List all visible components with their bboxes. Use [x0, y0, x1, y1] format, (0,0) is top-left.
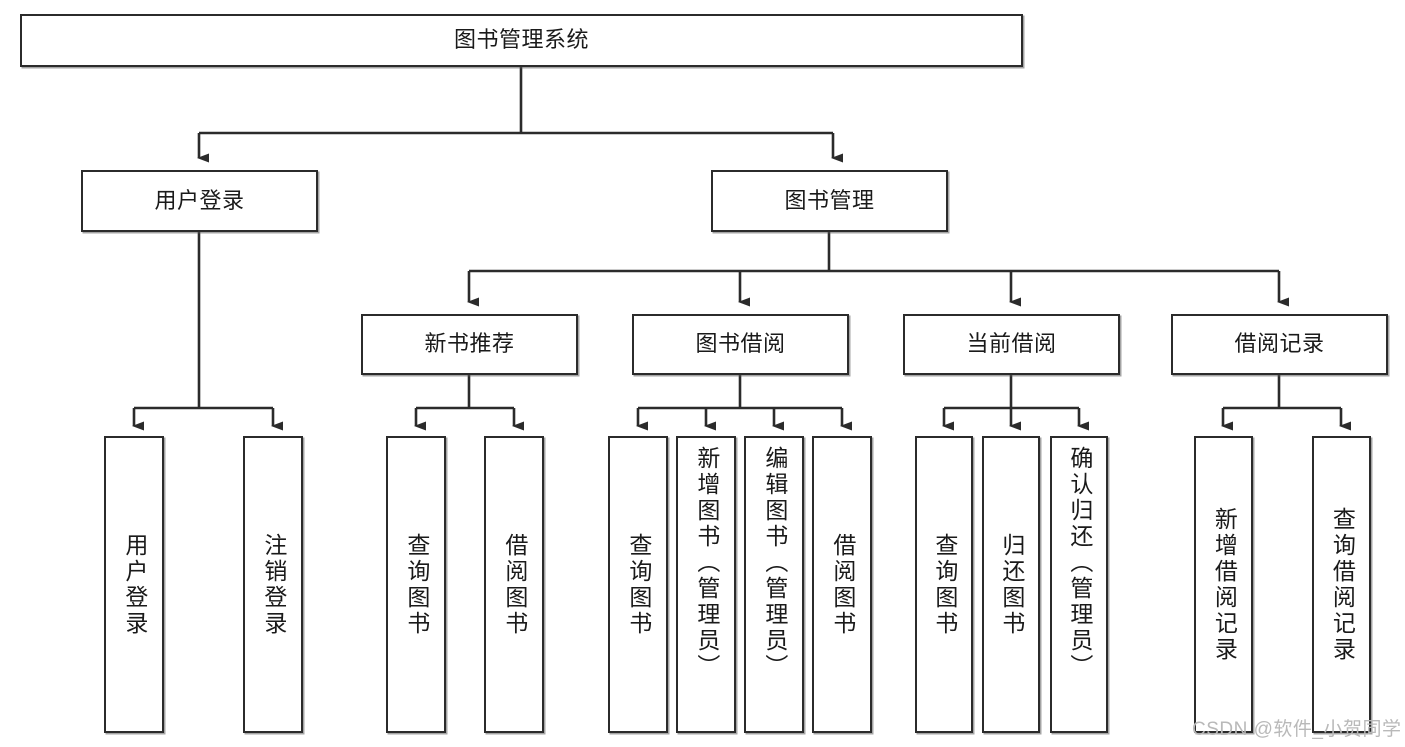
node-leaf-add-borrow-record-label: 新增借阅记录 — [1211, 506, 1238, 663]
watermark-text: CSDN @软件_小贺同学 — [1192, 719, 1402, 740]
node-leaf-query-book-1[interactable]: 查询图书 — [386, 436, 446, 733]
node-leaf-add-book-admin[interactable]: 新增图书（管理员） — [676, 436, 736, 733]
node-leaf-add-borrow-record[interactable]: 新增借阅记录 — [1194, 436, 1253, 733]
node-leaf-query-book-1-label: 查询图书 — [403, 532, 430, 637]
node-current-borrow-label: 当前借阅 — [966, 331, 1057, 357]
node-leaf-logout[interactable]: 注销登录 — [243, 436, 303, 733]
node-leaf-query-borrow-record-label: 查询借阅记录 — [1329, 506, 1356, 663]
node-user-login-label: 用户登录 — [154, 187, 245, 213]
node-book-management-label: 图书管理 — [784, 187, 875, 213]
node-leaf-user-login[interactable]: 用户登录 — [104, 436, 164, 733]
node-book-borrow-label: 图书借阅 — [695, 331, 786, 357]
node-root[interactable]: 图书管理系统 — [20, 14, 1023, 67]
node-root-label: 图书管理系统 — [453, 27, 589, 53]
node-leaf-add-book-admin-label: 新增图书（管理员） — [693, 446, 720, 680]
node-book-borrow[interactable]: 图书借阅 — [632, 314, 849, 375]
node-leaf-borrow-book-2-label: 借阅图书 — [829, 532, 856, 637]
node-leaf-user-login-label: 用户登录 — [121, 532, 148, 637]
node-leaf-return-book[interactable]: 归还图书 — [982, 436, 1040, 733]
node-leaf-query-book-2-label: 查询图书 — [625, 532, 652, 637]
node-leaf-logout-label: 注销登录 — [260, 532, 287, 637]
node-leaf-borrow-book-2[interactable]: 借阅图书 — [812, 436, 872, 733]
node-current-borrow[interactable]: 当前借阅 — [903, 314, 1120, 375]
node-leaf-edit-book-admin-label: 编辑图书（管理员） — [761, 446, 788, 680]
node-user-login[interactable]: 用户登录 — [81, 170, 318, 232]
node-new-book-recommend-label: 新书推荐 — [424, 331, 515, 357]
node-leaf-confirm-return-admin[interactable]: 确认归还（管理员） — [1050, 436, 1108, 733]
node-leaf-borrow-book-1[interactable]: 借阅图书 — [484, 436, 544, 733]
node-leaf-query-book-2[interactable]: 查询图书 — [608, 436, 668, 733]
node-leaf-edit-book-admin[interactable]: 编辑图书（管理员） — [744, 436, 804, 733]
node-leaf-return-book-label: 归还图书 — [998, 532, 1025, 637]
node-leaf-confirm-return-admin-label: 确认归还（管理员） — [1066, 446, 1093, 680]
node-leaf-query-book-3-label: 查询图书 — [931, 532, 958, 637]
node-book-management[interactable]: 图书管理 — [711, 170, 948, 232]
node-leaf-borrow-book-1-label: 借阅图书 — [501, 532, 528, 637]
node-borrow-record-label: 借阅记录 — [1234, 331, 1325, 357]
node-new-book-recommend[interactable]: 新书推荐 — [361, 314, 578, 375]
node-borrow-record[interactable]: 借阅记录 — [1171, 314, 1388, 375]
node-leaf-query-borrow-record[interactable]: 查询借阅记录 — [1312, 436, 1371, 733]
node-leaf-query-book-3[interactable]: 查询图书 — [915, 436, 973, 733]
